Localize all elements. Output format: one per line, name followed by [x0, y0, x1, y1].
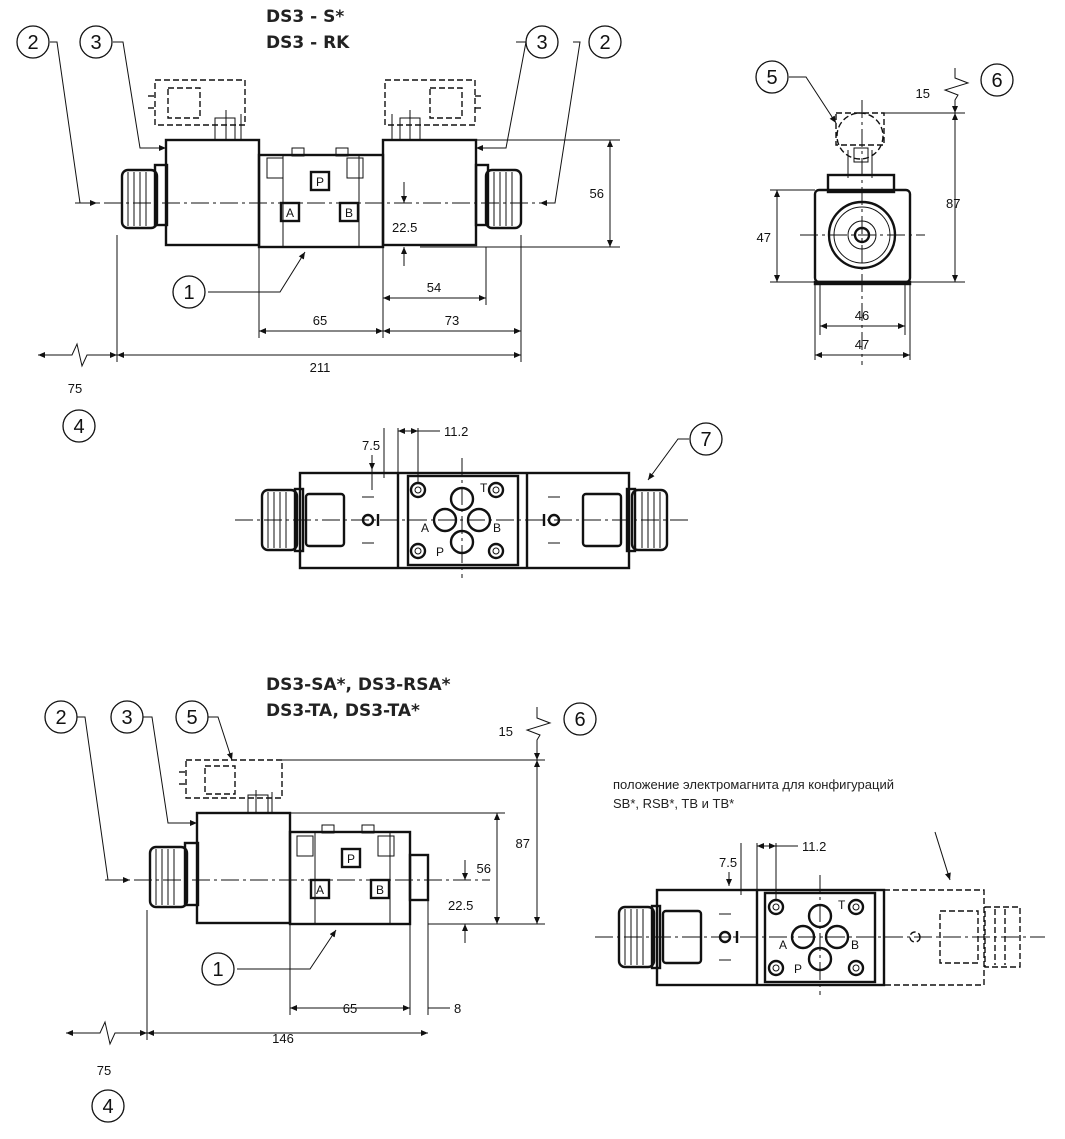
single-valve-view: DS3-SA*, DS3-RSA* DS3-TA, DS3-TA* P A B: [44, 675, 597, 1123]
balloon-1-top-label: 1: [183, 282, 194, 304]
plan-dim-7-5: 7.5: [362, 438, 380, 453]
plan-port-t: T: [480, 481, 488, 495]
side-dim-47-left: 47: [757, 230, 771, 245]
plan-dim-11-2: 11.2: [444, 424, 468, 439]
single-plan-port-a: A: [779, 938, 787, 952]
balloon-5-side: 5: [755, 60, 789, 94]
plan-port-p: P: [436, 545, 444, 559]
single-dim-8: 8: [454, 1001, 461, 1016]
single-solenoid-coil: [195, 811, 292, 925]
single-dim-56: 56: [477, 861, 491, 876]
single-dim-146: 146: [272, 1031, 294, 1046]
balloon-2-single-label: 2: [55, 707, 66, 729]
port-p-marker: [309, 170, 331, 192]
single-plan-dim-11-2: 11.2: [802, 839, 826, 854]
balloon-2-right: 2: [588, 25, 622, 59]
single-plan-port-t: T: [838, 898, 846, 912]
single-port-p-marker: [340, 847, 362, 869]
plan-right-override: [630, 488, 669, 552]
balloon-4-single: 4: [91, 1089, 125, 1123]
top-dim-56: 56: [590, 186, 604, 201]
side-dim-15: 15: [916, 86, 930, 101]
balloon-4-single-label: 4: [102, 1096, 113, 1118]
config-note-line1: положение электромагнита для конфигураци…: [613, 777, 894, 792]
balloon-3-right-label: 3: [536, 32, 547, 54]
top-dim-54: 54: [427, 280, 441, 295]
balloon-3-left: 3: [79, 25, 113, 59]
single-port-a: A: [316, 883, 324, 897]
balloon-6-side: 6: [980, 63, 1014, 97]
balloon-5-single-label: 5: [186, 707, 197, 729]
plan-port-b: B: [493, 521, 501, 535]
config-note-line2: SB*, RSB*, TB и TB*: [613, 796, 734, 811]
balloon-6-side-label: 6: [991, 70, 1002, 92]
single-plan-port-b: B: [851, 938, 859, 952]
single-dim-75: 75: [97, 1063, 111, 1078]
balloon-2-right-label: 2: [599, 32, 610, 54]
side-dim-87: 87: [946, 196, 960, 211]
side-dim-47-bottom: 47: [855, 337, 869, 352]
plan-port-a: A: [421, 521, 429, 535]
single-port-b: B: [376, 883, 384, 897]
balloon-3-single-label: 3: [121, 707, 132, 729]
balloon-4-top-label: 4: [73, 416, 84, 438]
top-title-line1: DS3 - S*: [266, 7, 344, 27]
single-manual-override: [148, 845, 189, 909]
single-valve-body: [288, 830, 412, 926]
port-a-label: A: [286, 206, 294, 220]
right-manual-override: [484, 168, 523, 230]
top-valve-view: DS3 - S* DS3 - RK: [16, 7, 622, 443]
balloon-4-top: 4: [62, 409, 96, 443]
left-solenoid-coil: [164, 138, 261, 247]
right-connector-outline: [384, 79, 482, 126]
balloon-1-single-label: 1: [212, 959, 223, 981]
top-title-line2: DS3 - RK: [266, 33, 350, 53]
single-port-p: P: [347, 852, 355, 866]
balloon-6-single: 6: [563, 702, 597, 736]
balloon-5-side-label: 5: [766, 67, 777, 89]
balloon-7: 7: [689, 422, 723, 456]
single-dim-15: 15: [499, 724, 513, 739]
left-manual-override: [120, 168, 159, 230]
port-p-label: P: [316, 175, 324, 189]
balloon-1-top: 1: [172, 275, 206, 309]
single-plan-port-p: P: [794, 962, 802, 976]
single-title-line1: DS3-SA*, DS3-RSA*: [266, 675, 451, 695]
top-dim-73: 73: [445, 313, 459, 328]
single-dim-22-5: 22.5: [448, 898, 473, 913]
balloon-3-right: 3: [525, 25, 559, 59]
single-plan-dim-7-5: 7.5: [719, 855, 737, 870]
single-plan-view: положение электромагнита для конфигураци…: [595, 777, 1045, 995]
single-title-line2: DS3-TA, DS3-TA*: [266, 701, 420, 721]
side-view: 47 87 15 46 47 5 6: [755, 60, 1014, 365]
valve-body: [257, 153, 385, 249]
top-dim-65: 65: [313, 313, 327, 328]
left-connector-outline: [148, 79, 246, 126]
balloon-6-single-label: 6: [574, 709, 585, 731]
balloon-7-label: 7: [700, 429, 711, 451]
balloon-2-left: 2: [16, 25, 50, 59]
top-dim-22-5: 22.5: [392, 220, 417, 235]
single-dim-87: 87: [516, 836, 530, 851]
top-dim-75: 75: [68, 381, 82, 396]
balloon-1-single: 1: [201, 952, 235, 986]
balloon-5-single: 5: [175, 700, 209, 734]
single-dim-65: 65: [343, 1001, 357, 1016]
balloon-3-single: 3: [110, 700, 144, 734]
side-dim-46: 46: [855, 308, 869, 323]
balloon-3-left-label: 3: [90, 32, 101, 54]
port-b-label: B: [345, 206, 353, 220]
balloon-2-single: 2: [44, 700, 78, 734]
top-dim-211: 211: [310, 360, 331, 375]
balloon-2-left-label: 2: [27, 32, 38, 54]
plan-view: T A B P 11.2 7.5 7: [235, 422, 723, 578]
